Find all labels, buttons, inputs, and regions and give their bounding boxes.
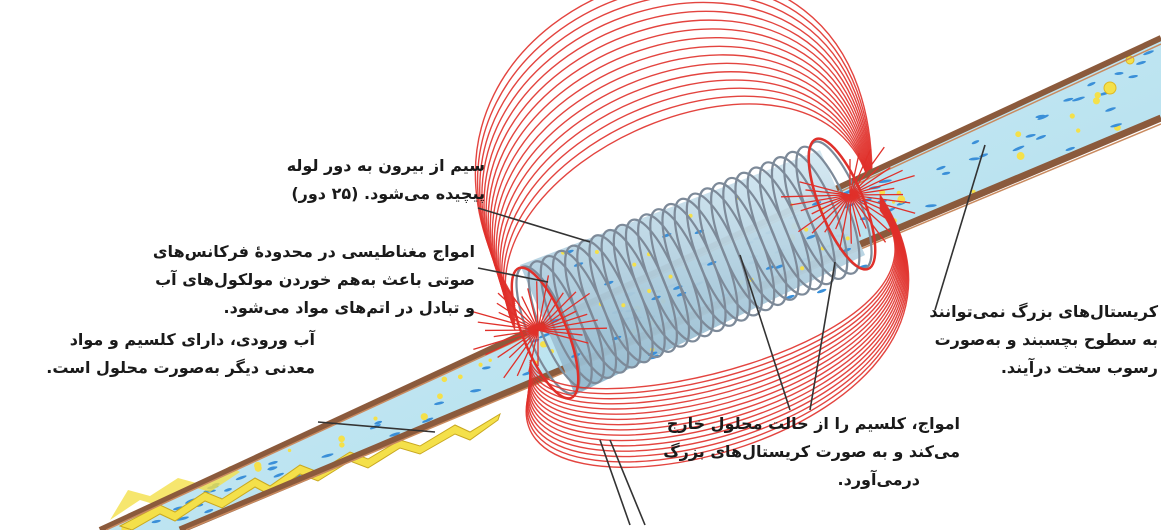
calcium-particle bbox=[846, 236, 850, 240]
label-calcium-line-3: درمی‌آورد. bbox=[610, 466, 960, 494]
calcium-particle bbox=[1093, 97, 1100, 104]
calcium-particle bbox=[488, 359, 491, 362]
calcium-particle bbox=[478, 363, 482, 367]
calcium-particle bbox=[1070, 113, 1075, 118]
calcium-particle bbox=[1095, 92, 1101, 98]
label-magnetic-waves: امواج مغناطیسی در محدودهٔ فرکانس‌های صوت… bbox=[110, 238, 475, 322]
calcium-crystal bbox=[1075, 50, 1085, 60]
calcium-crystal bbox=[1033, 63, 1047, 77]
label-crystals-line-2: به سطوح بچسبند و به‌صورت bbox=[893, 326, 1158, 354]
calcium-particle bbox=[1017, 152, 1025, 160]
calcium-particle bbox=[442, 377, 448, 383]
calcium-particle bbox=[1076, 128, 1080, 132]
calcium-particle bbox=[458, 374, 463, 379]
calcium-particle bbox=[255, 465, 262, 472]
calcium-crystal bbox=[1104, 82, 1116, 94]
calcium-particle bbox=[338, 435, 345, 442]
label-waves-line-3: و تبادل در اتم‌های مواد می‌شود. bbox=[110, 294, 475, 322]
label-crystals-line-3: رسوب سخت درآیند. bbox=[893, 354, 1158, 382]
calcium-particle bbox=[288, 449, 291, 452]
calcium-particle bbox=[621, 303, 625, 307]
calcium-particle bbox=[647, 289, 651, 293]
label-inlet-line-2: معدنی دیگر به‌صورت محلول است. bbox=[0, 354, 315, 382]
calcium-particle bbox=[1015, 131, 1021, 137]
calcium-particle bbox=[595, 250, 599, 254]
calcium-particle bbox=[437, 393, 443, 399]
label-inlet-water: آب ورودی، دارای کلسیم و مواد معدنی دیگر … bbox=[0, 326, 315, 382]
calcium-particle bbox=[339, 442, 344, 447]
label-inlet-line-1: آب ورودی، دارای کلسیم و مواد bbox=[0, 326, 315, 354]
label-calcium-precipitation: امواج، کلسیم را از حالت محلول خارج می‌کن… bbox=[610, 410, 960, 494]
label-wire-line-2: پیچیده می‌شود. (۲۵ دور) bbox=[205, 180, 485, 208]
calcium-particle bbox=[421, 413, 428, 420]
calcium-particle bbox=[800, 266, 804, 270]
label-wire-line-1: سیم از بیرون به دور لوله bbox=[205, 152, 485, 180]
label-crystals-line-1: کریستال‌های بزرگ نمی‌توانند bbox=[893, 298, 1158, 326]
calcium-particle bbox=[804, 228, 808, 232]
label-calcium-line-1: امواج، کلسیم را از حالت محلول خارج bbox=[610, 410, 960, 438]
calcium-particle bbox=[632, 263, 636, 267]
label-large-crystals: کریستال‌های بزرگ نمی‌توانند به سطوح بچسب… bbox=[893, 298, 1158, 382]
calcium-particle bbox=[373, 416, 377, 420]
label-calcium-line-2: می‌کند و به صورت کریستال‌های بزرگ bbox=[610, 438, 960, 466]
label-waves-line-1: امواج مغناطیسی در محدودهٔ فرکانس‌های bbox=[110, 238, 475, 266]
calcium-particle bbox=[669, 275, 673, 279]
label-waves-line-2: صوتی باعث به‌هم خوردن مولکول‌های آب bbox=[110, 266, 475, 294]
label-wire-wrapping: سیم از بیرون به دور لوله پیچیده می‌شود. … bbox=[205, 152, 485, 208]
